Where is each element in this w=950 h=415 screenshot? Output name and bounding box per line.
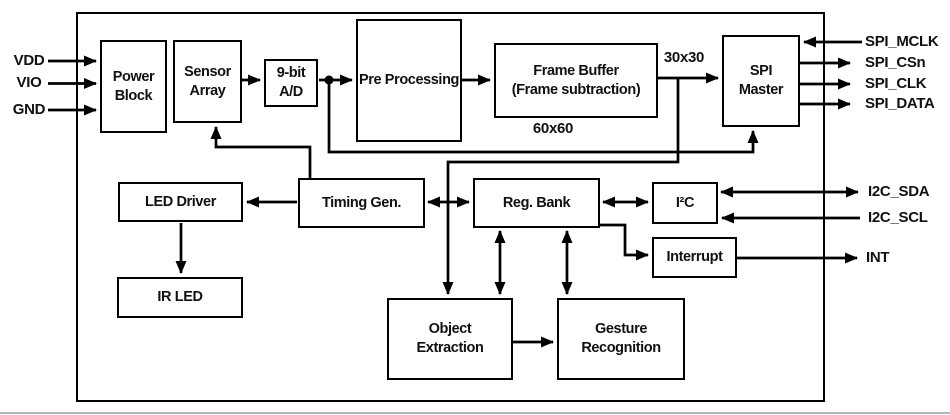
bus-label-60x60: 60x60 <box>532 120 574 137</box>
pin-label-vio: VIO <box>16 74 42 91</box>
block-object-extraction-label: Object Extraction <box>416 321 484 356</box>
block-reg-bank: Reg. Bank <box>473 178 600 228</box>
pin-label-i2c-scl: I2C_SCL <box>868 209 928 226</box>
block-frame-buffer: Frame Buffer (Frame subtraction) <box>494 43 658 118</box>
block-ir-led-label: IR LED <box>157 289 203 305</box>
block-object-extraction: Object Extraction <box>387 298 513 380</box>
block-spi-master-label: SPI Master <box>738 63 784 98</box>
chip-boundary <box>76 12 825 402</box>
block-gesture-recognition-label: Gesture Recognition <box>581 321 661 356</box>
block-interrupt-label: Interrupt <box>666 249 723 265</box>
block-sensor-array: Sensor Array <box>173 40 242 123</box>
block-pre-processing: Pre Processing <box>356 19 462 142</box>
block-power: Power Block <box>100 40 167 133</box>
pin-label-spi-clk: SPI_CLK <box>865 75 927 92</box>
pin-label-int: INT <box>866 249 890 266</box>
block-gesture-recognition: Gesture Recognition <box>557 298 685 380</box>
pin-label-i2c-sda: I2C_SDA <box>868 183 930 200</box>
block-adc-label: 9-bit A/D <box>276 65 306 100</box>
block-i2c-label: I²C <box>675 194 695 211</box>
block-spi-master: SPI Master <box>722 35 800 127</box>
block-led-driver-label: LED Driver <box>145 193 216 210</box>
block-ir-led: IR LED <box>117 277 243 318</box>
block-interrupt: Interrupt <box>652 237 737 278</box>
block-frame-buffer-label: Frame Buffer (Frame subtraction) <box>511 62 641 98</box>
page-rule <box>0 412 950 414</box>
block-i2c: I²C <box>652 182 718 224</box>
block-sensor-array-label: Sensor Array <box>184 63 231 99</box>
block-timing-gen-label: Timing Gen. <box>321 194 402 211</box>
block-adc: 9-bit A/D <box>264 59 318 107</box>
block-power-label: Power Block <box>112 68 155 104</box>
block-pre-processing-label: Pre Processing <box>359 72 459 88</box>
block-timing-gen: Timing Gen. <box>298 178 425 228</box>
block-led-driver: LED Driver <box>118 182 243 222</box>
block-reg-bank-label: Reg. Bank <box>502 194 571 211</box>
pin-label-gnd: GND <box>12 101 46 118</box>
pin-label-spi-mclk: SPI_MCLK <box>865 33 939 50</box>
pin-label-spi-data: SPI_DATA <box>865 95 935 112</box>
bus-label-30x30: 30x30 <box>663 49 705 66</box>
pin-label-spi-csn: SPI_CSn <box>865 54 926 71</box>
pin-label-vdd: VDD <box>13 52 45 69</box>
